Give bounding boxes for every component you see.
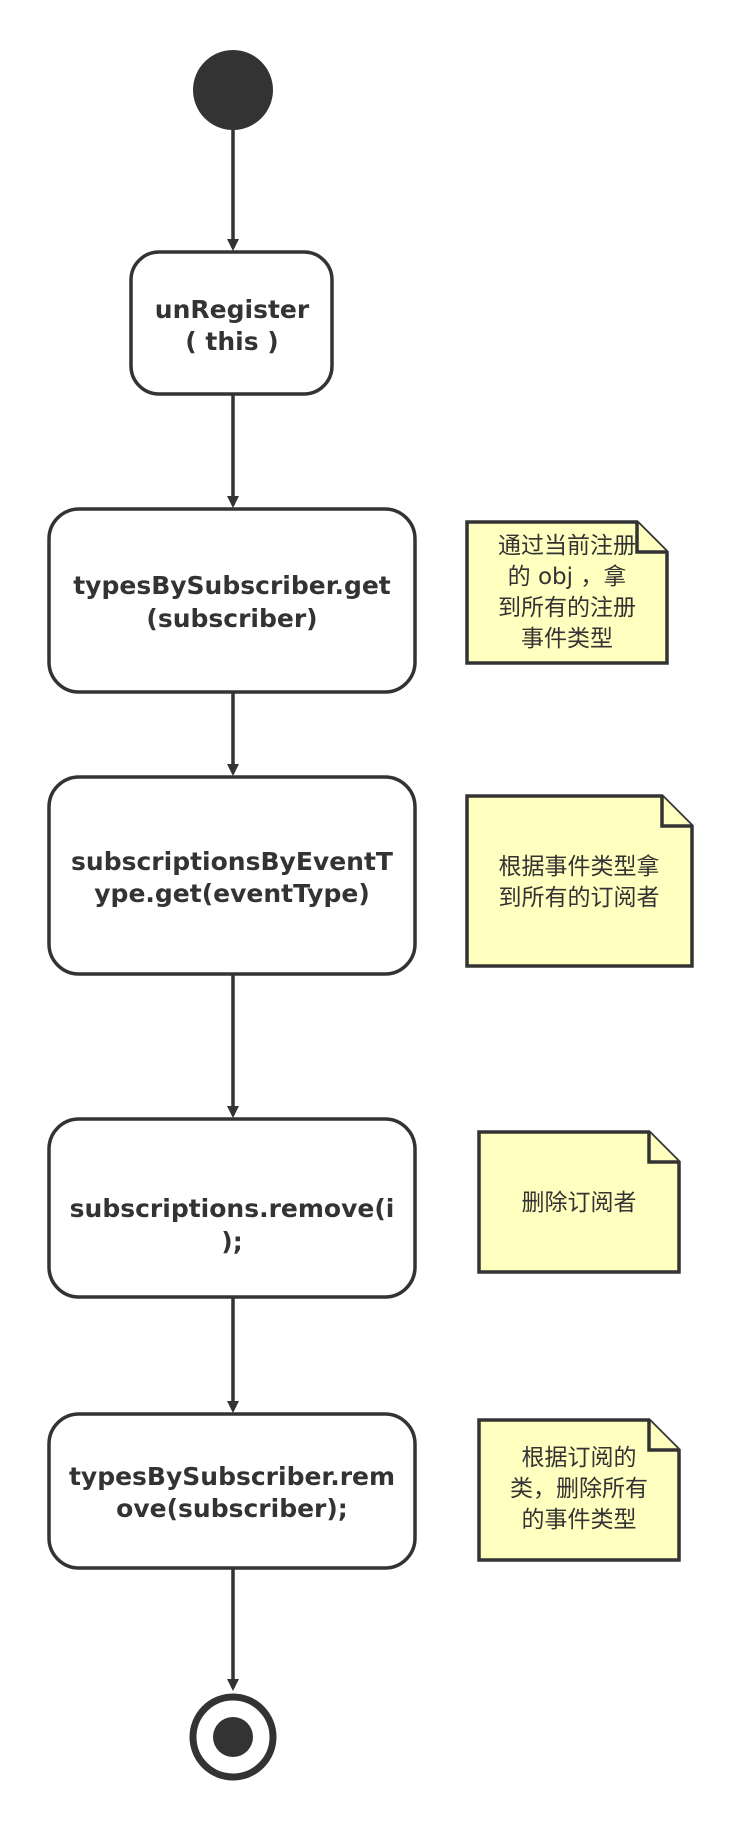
node-types-remove-line-2: ove(subscriber); bbox=[116, 1494, 348, 1523]
note-subs-get-line-2: 到所有的订阅者 bbox=[499, 885, 660, 911]
end-node bbox=[189, 1693, 277, 1781]
note-subs-remove-line-1: 删除订阅者 bbox=[522, 1190, 637, 1216]
node-subs-remove: subscriptions.remove(i ); bbox=[47, 1117, 417, 1299]
note-types-get-line-2: 的 obj ，拿 bbox=[508, 563, 627, 590]
note-subs-get: 根据事件类型拿 到所有的订阅者 bbox=[465, 794, 694, 968]
note-types-remove-line-3: 的事件类型 bbox=[522, 1507, 637, 1533]
note-types-get-line-3: 到所有的注册 bbox=[498, 595, 636, 621]
note-types-remove-line-1: 根据订阅的 bbox=[522, 1445, 637, 1471]
note-types-remove: 根据订阅的 类，删除所有 的事件类型 bbox=[477, 1418, 681, 1562]
node-subs-get: subscriptionsByEventT ype.get(eventType) bbox=[47, 775, 417, 976]
node-unregister-line-2: ( this ) bbox=[185, 327, 278, 356]
note-types-get-line-4: 事件类型 bbox=[521, 626, 613, 652]
node-subs-get-line-1: subscriptionsByEventT bbox=[71, 847, 393, 876]
node-subs-remove-line-2: ); bbox=[221, 1227, 242, 1256]
node-unregister-line-1: unRegister bbox=[155, 295, 310, 324]
node-types-get: typesBySubscriber.get (subscriber) bbox=[47, 507, 417, 694]
note-subs-get-line-1: 根据事件类型拿 bbox=[499, 853, 660, 880]
note-types-remove-line-2: 类，删除所有 bbox=[510, 1476, 648, 1502]
node-types-get-line-2: (subscriber) bbox=[146, 604, 317, 633]
note-subs-remove: 删除订阅者 bbox=[477, 1130, 681, 1274]
note-types-get: 通过当前注册 的 obj ，拿 到所有的注册 事件类型 bbox=[465, 520, 669, 665]
node-subs-get-line-2: ype.get(eventType) bbox=[94, 879, 370, 908]
node-unregister: unRegister ( this ) bbox=[129, 250, 334, 396]
node-types-get-line-1: typesBySubscriber.get bbox=[73, 571, 391, 600]
note-types-get-line-1: 通过当前注册 bbox=[498, 533, 636, 559]
node-types-remove: typesBySubscriber.rem ove(subscriber); bbox=[47, 1412, 417, 1570]
node-subs-remove-line-1: subscriptions.remove(i bbox=[70, 1194, 395, 1223]
start-node bbox=[193, 50, 273, 130]
node-types-remove-line-1: typesBySubscriber.rem bbox=[69, 1462, 395, 1491]
